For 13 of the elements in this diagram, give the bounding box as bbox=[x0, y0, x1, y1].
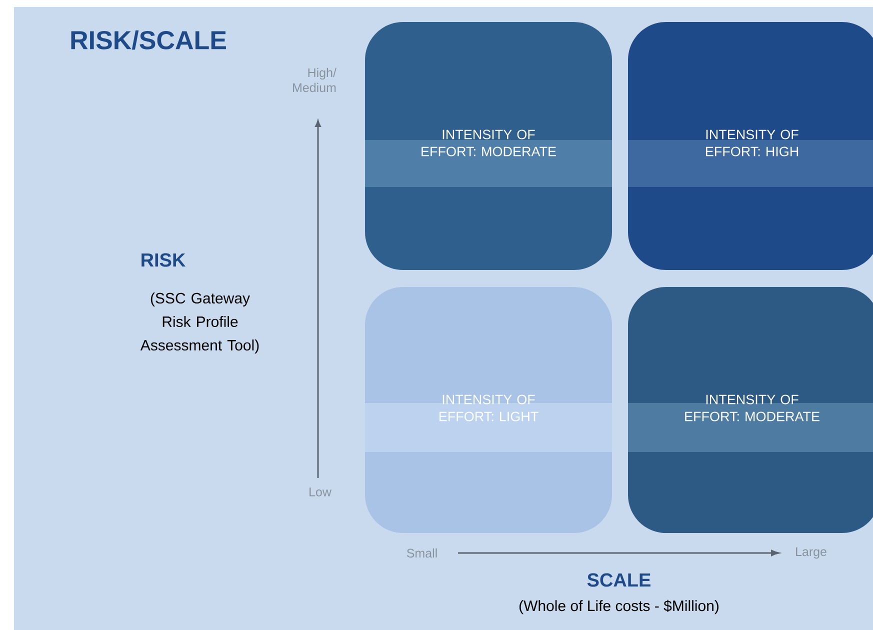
axis-subtitle: (SSC Gateway Risk Profile Assessment Tool) bbox=[140, 292, 259, 354]
vertical-axis-label: Low bbox=[310, 488, 332, 496]
vertical-axis-label: High/ Medium bbox=[293, 68, 336, 92]
axis-title: SCALE bbox=[587, 573, 650, 587]
axis-subtitle: (Whole of Life costs - $Million) bbox=[519, 600, 718, 614]
effort-box: INTENSITY OF EFFORT: HIGH bbox=[628, 22, 873, 270]
effort-box: INTENSITY OF EFFORT: MODERATE bbox=[365, 22, 612, 270]
title: RISK/SCALE bbox=[71, 30, 226, 50]
axis-title: RISK bbox=[142, 253, 186, 267]
horizontal-axis-label: Large bbox=[796, 547, 826, 559]
effort-box: INTENSITY OF EFFORT: LIGHT bbox=[365, 287, 612, 533]
horizontal-axis-label: Small bbox=[406, 548, 437, 558]
effort-box: INTENSITY OF EFFORT: MODERATE bbox=[628, 287, 873, 533]
